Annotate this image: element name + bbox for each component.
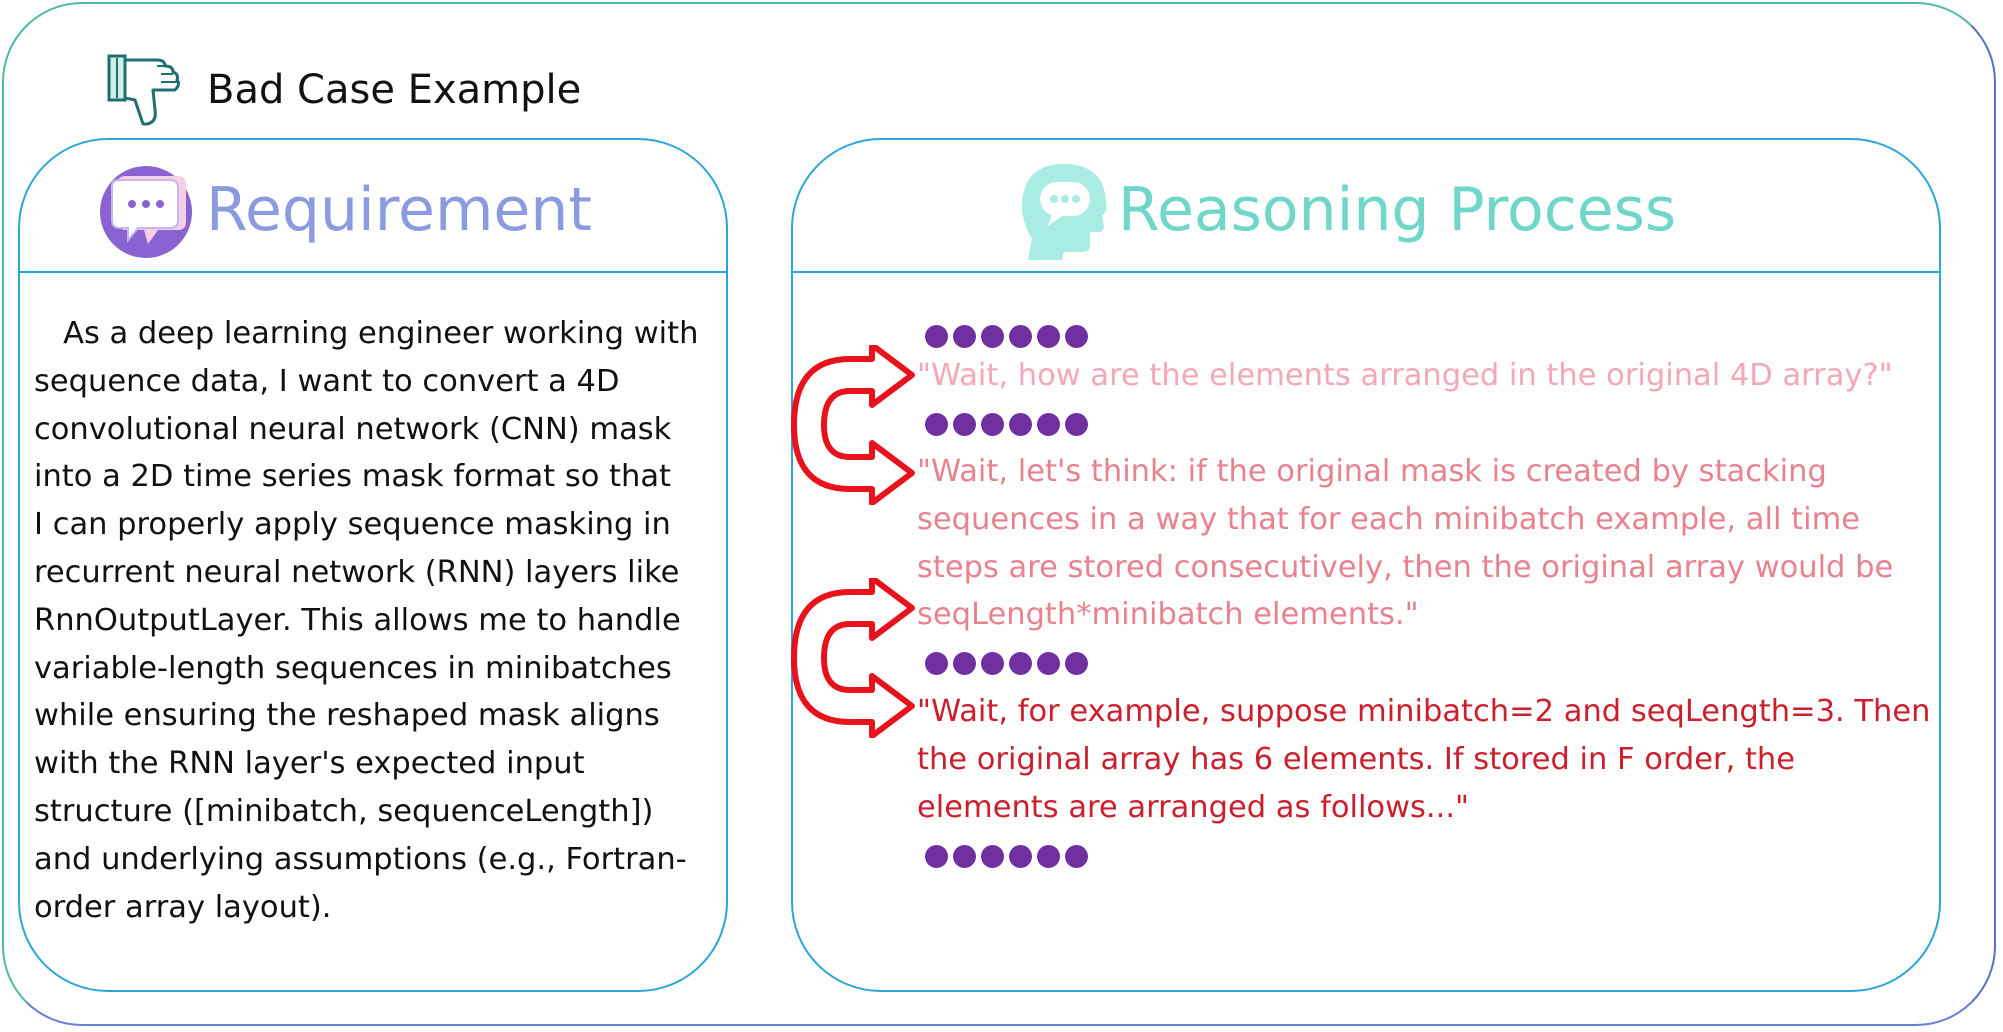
dot (953, 325, 976, 348)
dot (1065, 325, 1088, 348)
requirement-heading: Requirement (98, 160, 592, 260)
header-title: Bad Case Example (207, 67, 582, 113)
ellipsis-dots-1 (925, 325, 1088, 348)
ellipsis-dots-3 (925, 652, 1088, 675)
dot (1009, 845, 1032, 868)
dot (981, 845, 1004, 868)
dot (925, 413, 948, 436)
dot (953, 652, 976, 675)
requirement-title: Requirement (206, 175, 592, 245)
dot (1037, 325, 1060, 348)
dot (1065, 845, 1088, 868)
head-thinking-icon (1022, 164, 1107, 260)
dot (1037, 413, 1060, 436)
dot (1009, 652, 1032, 675)
dot (925, 652, 948, 675)
dot (981, 652, 1004, 675)
header: Bad Case Example (105, 50, 581, 130)
reasoning-quote-1: "Wait, how are the elements arranged in … (917, 358, 1893, 393)
reasoning-quote-2: "Wait, let's think: if the original mask… (917, 454, 1894, 633)
requirement-panel: Requirement As a deep learning engineer … (18, 138, 728, 992)
dot (1037, 845, 1060, 868)
requirement-text: As a deep learning engineer working with… (34, 316, 699, 925)
dot (953, 413, 976, 436)
dot (1065, 652, 1088, 675)
ellipsis-dots-2 (925, 413, 1088, 436)
dot (925, 845, 948, 868)
reasoning-quote-3: "Wait, for example, suppose minibatch=2 … (917, 694, 1931, 825)
loop-arrow-1 (791, 345, 915, 505)
ellipsis-dots-4 (925, 845, 1088, 868)
dot (925, 325, 948, 348)
dot (981, 413, 1004, 436)
dot (1037, 652, 1060, 675)
requirement-divider (20, 271, 726, 273)
dot (1009, 413, 1032, 436)
reasoning-title: Reasoning Process (1118, 175, 1677, 245)
reasoning-heading: Reasoning Process (1018, 160, 1676, 260)
dot (981, 325, 1004, 348)
chat-bubble-icon (100, 166, 192, 258)
loop-arrow-2 (791, 578, 915, 738)
reasoning-divider (793, 271, 1939, 273)
dot (1009, 325, 1032, 348)
dot (953, 845, 976, 868)
dot (1065, 413, 1088, 436)
thumbs-down-icon (107, 54, 181, 126)
